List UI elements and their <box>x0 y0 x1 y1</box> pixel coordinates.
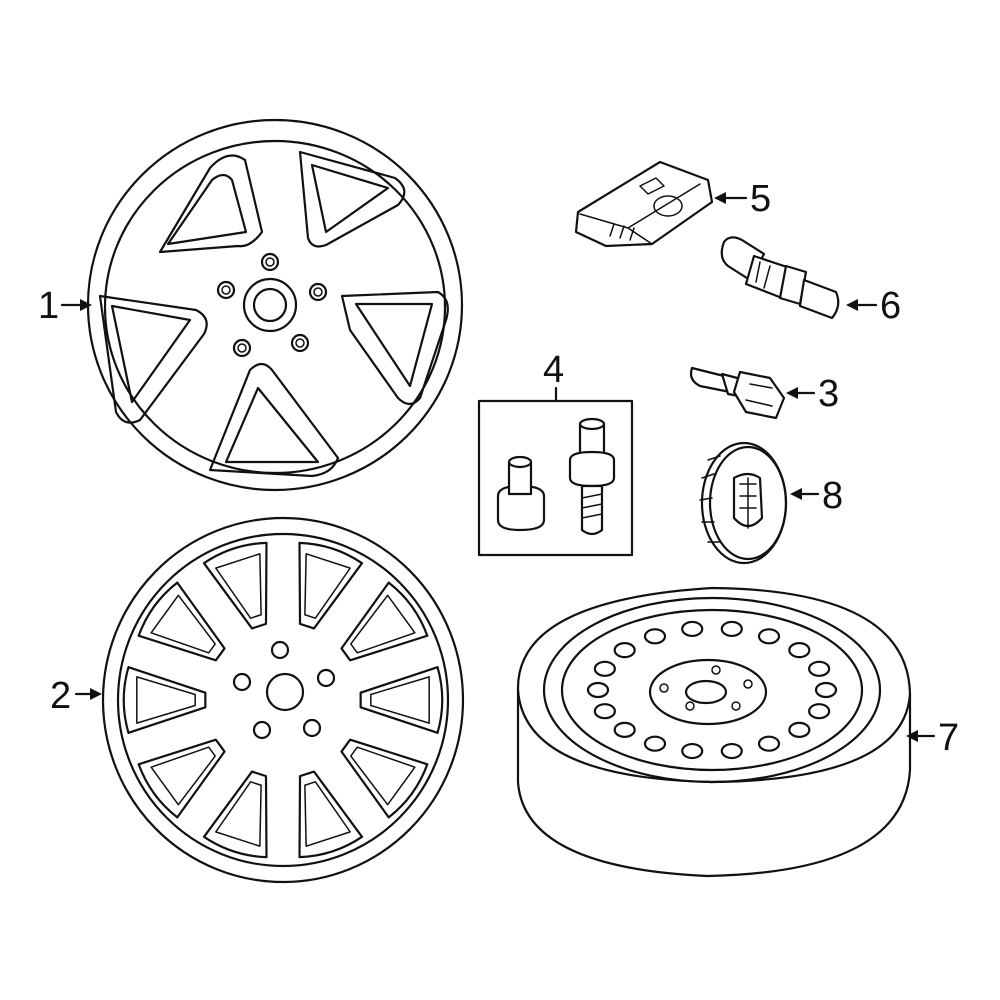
spoke-window-inner <box>150 746 216 806</box>
spoke-window-inner <box>350 594 416 654</box>
spare-vent-hole <box>593 660 616 677</box>
spare-vent-hole <box>788 721 811 738</box>
spare-vent-hole <box>720 742 743 760</box>
valve-stem[interactable] <box>720 236 840 320</box>
svg-text:5: 5 <box>750 178 771 220</box>
svg-text:3: 3 <box>818 373 839 415</box>
spoke-window <box>298 541 364 630</box>
spoke-window-inner <box>215 781 262 847</box>
callout-8: 8 <box>790 475 843 517</box>
spoke-window-inner <box>150 594 216 654</box>
spoke-window <box>137 738 226 819</box>
spoke-window <box>340 738 429 819</box>
spoke-window-inner <box>350 746 416 806</box>
spare-vent-hole <box>681 620 704 638</box>
spoke-window-inner <box>215 553 262 619</box>
spare-vent-hole <box>808 660 831 677</box>
spoke-window <box>202 770 268 859</box>
spare-vent-hole <box>757 628 781 645</box>
center-cap[interactable] <box>699 441 788 565</box>
svg-text:6: 6 <box>880 285 901 327</box>
spare-vent-hole <box>757 735 781 752</box>
spoke-window-inner <box>304 553 351 619</box>
callout-2: 2 <box>50 675 102 717</box>
spare-vent-hole <box>613 642 636 659</box>
svg-text:1: 1 <box>38 285 59 327</box>
spare-vent-hole <box>720 620 743 638</box>
wheel-bolt[interactable] <box>689 366 786 420</box>
locking-bolt-kit[interactable] <box>477 386 634 557</box>
spoke-window-inner <box>136 676 196 724</box>
spare-vent-hole <box>814 681 838 699</box>
spare-vent-hole <box>681 742 704 760</box>
spoke-window <box>298 770 364 859</box>
svg-text:2: 2 <box>50 675 71 717</box>
spare-vent-hole <box>643 628 667 645</box>
spare-wheel[interactable] <box>516 586 912 878</box>
callout-4: 4 <box>543 349 564 391</box>
callout-6: 6 <box>846 285 901 327</box>
spare-vent-hole <box>643 735 667 752</box>
tire-pressure-sensor[interactable] <box>574 160 714 248</box>
spoke-window <box>340 581 429 662</box>
callout-3: 3 <box>786 373 839 415</box>
spoke-window <box>122 666 207 734</box>
svg-text:8: 8 <box>822 475 843 517</box>
spare-vent-hole <box>788 642 811 659</box>
svg-text:4: 4 <box>543 349 564 391</box>
callout-1: 1 <box>38 285 92 327</box>
spoke-window <box>137 581 226 662</box>
callout-5: 5 <box>714 178 771 220</box>
spoke-window <box>202 541 268 630</box>
callout-7: 7 <box>906 717 959 759</box>
spoke-window-inner <box>304 781 351 847</box>
svg-text:7: 7 <box>938 717 959 759</box>
spoke-window <box>359 666 444 734</box>
spoke-window-inner <box>370 676 430 724</box>
spare-vent-hole <box>808 703 831 720</box>
wheel-five-spoke[interactable] <box>86 118 464 492</box>
spare-vent-hole <box>586 681 610 699</box>
wheel-ten-spoke[interactable] <box>101 516 465 884</box>
spare-vent-hole <box>593 703 616 720</box>
spare-vent-hole <box>613 721 636 738</box>
